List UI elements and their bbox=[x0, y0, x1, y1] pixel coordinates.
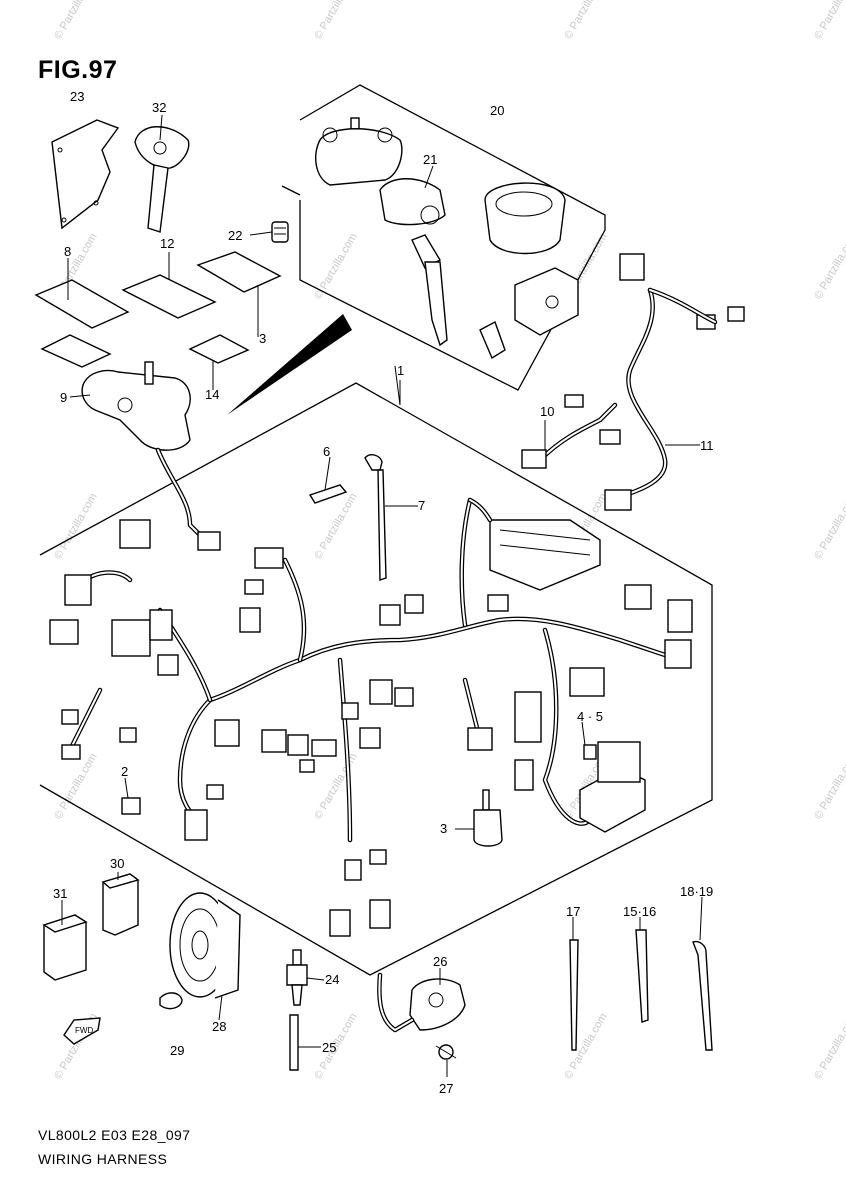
part-24-switch bbox=[286, 949, 308, 1006]
part-22-screw bbox=[271, 221, 289, 243]
callout-17: 17 bbox=[566, 904, 580, 919]
ecu-connector bbox=[467, 497, 601, 591]
callout-11: 11 bbox=[700, 438, 714, 453]
harness-connectors bbox=[49, 519, 693, 937]
part-30-relay bbox=[101, 873, 140, 936]
part-11-subharness bbox=[604, 253, 745, 511]
part-23-plate bbox=[51, 119, 120, 230]
svg-text:FWD: FWD bbox=[75, 1026, 93, 1035]
fuel-cap-lock bbox=[479, 182, 579, 360]
callout-30: 30 bbox=[110, 856, 124, 871]
watermark-text: © Partzilla.com bbox=[812, 751, 846, 821]
watermark-text: © Partzilla.com bbox=[562, 1011, 609, 1081]
callout-3: 3 bbox=[440, 821, 447, 836]
watermark-text: © Partzilla.com bbox=[812, 1011, 846, 1081]
callout-26: 26 bbox=[433, 954, 447, 969]
ignition-set-box bbox=[281, 84, 606, 391]
pointer-wedge bbox=[227, 314, 352, 415]
callout-12: 12 bbox=[160, 236, 174, 251]
part-27-bolt bbox=[435, 1044, 457, 1060]
callout-18-19: 18·19 bbox=[680, 884, 713, 899]
watermark-text: © Partzilla.com bbox=[52, 751, 99, 821]
callout-22: 22 bbox=[228, 228, 242, 243]
part-28-horn bbox=[159, 892, 241, 1010]
callout-labels: 1 2 3 3 4 · 5 6 7 8 9 10 11 12 14 15·16 … bbox=[53, 89, 714, 1096]
part-9-switch bbox=[81, 361, 221, 551]
part-26-sensor bbox=[377, 972, 466, 1033]
watermark-text: © Partzilla.com bbox=[812, 491, 846, 561]
watermark-text: © Partzilla.com bbox=[562, 0, 609, 42]
part-6-7-clamps bbox=[308, 454, 387, 581]
figure-code: VL800L2 E03 E28_097 bbox=[38, 1127, 191, 1143]
callout-9: 9 bbox=[60, 390, 67, 405]
callout-1: 1 bbox=[397, 363, 404, 378]
part-31-relay bbox=[42, 914, 88, 981]
watermark-text: © Partzilla.com bbox=[812, 231, 846, 301]
callout-2: 2 bbox=[121, 764, 128, 779]
callout-15-16: 15·16 bbox=[623, 904, 656, 919]
part-32-key bbox=[134, 126, 190, 233]
label-sheets bbox=[34, 251, 282, 368]
part-10-subharness bbox=[521, 394, 621, 469]
watermark-text: © Partzilla.com bbox=[312, 0, 359, 42]
callout-23: 23 bbox=[70, 89, 84, 104]
fuse-box bbox=[579, 741, 646, 833]
watermark-text: © Partzilla.com bbox=[52, 0, 99, 42]
callout-7: 7 bbox=[418, 498, 425, 513]
figure-caption: WIRING HARNESS bbox=[38, 1151, 168, 1167]
part-21-ignition bbox=[314, 117, 448, 347]
watermark-text: © Partzilla.com bbox=[312, 751, 359, 821]
callout-27: 27 bbox=[439, 1081, 453, 1096]
callout-14: 14 bbox=[205, 387, 219, 402]
callout-20: 20 bbox=[490, 103, 504, 118]
harness-box bbox=[39, 365, 713, 976]
callout-6: 6 bbox=[323, 444, 330, 459]
callout-31: 31 bbox=[53, 886, 67, 901]
callout-32: 32 bbox=[152, 100, 166, 115]
callout-3b: 3 bbox=[259, 331, 266, 346]
leader-lines bbox=[61, 114, 703, 1077]
callout-24: 24 bbox=[325, 972, 339, 987]
watermark-text: © Partzilla.com bbox=[312, 231, 359, 301]
callout-8: 8 bbox=[64, 244, 71, 259]
part-3-sensor bbox=[473, 789, 503, 847]
fwd-arrow-icon: FWD bbox=[63, 1017, 101, 1045]
callout-21: 21 bbox=[423, 152, 437, 167]
watermark-text: © Partzilla.com bbox=[812, 0, 846, 42]
callout-25: 25 bbox=[322, 1040, 336, 1055]
part-25-switch bbox=[289, 1014, 299, 1071]
callout-10: 10 bbox=[540, 404, 554, 419]
cable-ties bbox=[569, 929, 713, 1051]
figure-title: FIG.97 bbox=[38, 56, 118, 84]
callout-28: 28 bbox=[212, 1019, 226, 1034]
callout-4-5: 4 · 5 bbox=[577, 709, 603, 724]
callout-29: 29 bbox=[170, 1043, 184, 1058]
